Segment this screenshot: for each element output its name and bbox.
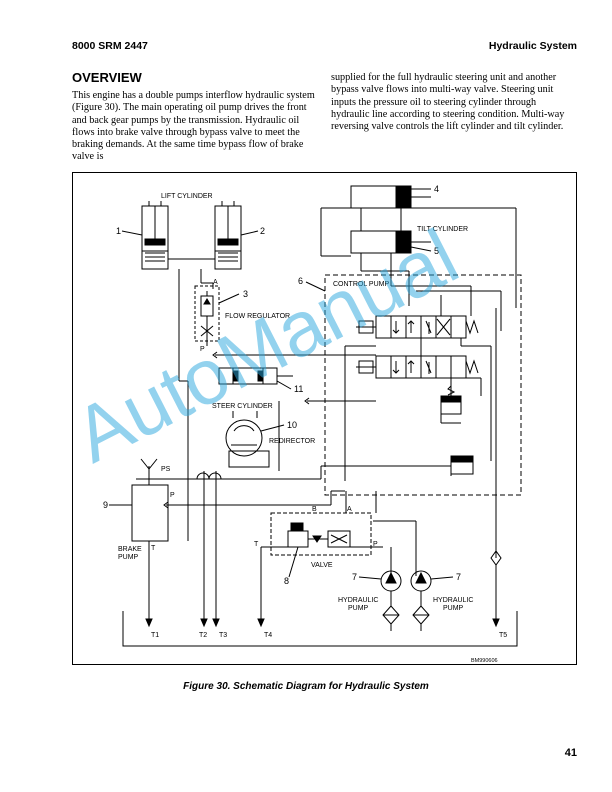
page-number: 41 bbox=[564, 747, 577, 759]
callout-7-left: 7 bbox=[352, 572, 357, 582]
header-doc-id: 8000 SRM 2447 bbox=[72, 40, 148, 52]
callout-8: 8 bbox=[284, 576, 289, 586]
figure-code: BM990606 bbox=[471, 658, 498, 664]
brake-pump bbox=[131, 484, 169, 542]
header-section-title: Hydraulic System bbox=[488, 40, 577, 52]
label-control-pump: CONTROL PUMP bbox=[333, 281, 389, 288]
label-port-p-valve: P bbox=[373, 541, 378, 548]
callout-11: 11 bbox=[294, 384, 303, 394]
callout-1: 1 bbox=[116, 226, 121, 236]
label-valve: VALVE bbox=[311, 562, 333, 569]
redirector-unit bbox=[225, 419, 263, 457]
label-port-ps: PS bbox=[161, 466, 171, 473]
figure-caption: Figure 30. Schematic Diagram for Hydraul… bbox=[183, 681, 429, 692]
label-port-b-valve: B bbox=[312, 506, 317, 513]
hydraulic-schematic-figure: LIFT CYLINDER TILT CYLINDER CONTROL PUMP… bbox=[72, 172, 577, 665]
label-tank-t2: T2 bbox=[199, 632, 207, 639]
label-flow-regulator: FLOW REGULATOR bbox=[225, 313, 290, 320]
section-heading: OVERVIEW bbox=[72, 70, 142, 85]
label-brake-pump-line1: BRAKE bbox=[118, 546, 142, 553]
callout-2: 2 bbox=[260, 226, 265, 236]
overview-paragraph-left: This engine has a double pumps interflow… bbox=[72, 90, 315, 163]
label-port-t-valve: T bbox=[254, 541, 259, 548]
label-port-t-brake: T bbox=[151, 545, 156, 552]
callout-6: 6 bbox=[298, 276, 303, 286]
schematic-diagram: LIFT CYLINDER TILT CYLINDER CONTROL PUMP… bbox=[103, 184, 522, 664]
label-hydraulic-pump-b2: PUMP bbox=[443, 605, 464, 612]
callout-5: 5 bbox=[434, 246, 439, 256]
callout-10: 10 bbox=[287, 420, 297, 430]
overview-paragraph-right: supplied for the full hydraulic steering… bbox=[331, 72, 565, 133]
control-pump-box bbox=[324, 274, 522, 496]
valve-box bbox=[270, 512, 372, 556]
label-steer-cylinder: STEER CYLINDER bbox=[212, 403, 273, 410]
callout-9: 9 bbox=[103, 500, 108, 510]
steer-cylinder bbox=[218, 367, 278, 385]
label-redirector: REDIRECTOR bbox=[269, 438, 315, 445]
label-port-p-brake: P bbox=[170, 492, 175, 499]
label-lift-cylinder: LIFT CYLINDER bbox=[161, 193, 213, 200]
label-port-p-flow: P bbox=[200, 346, 205, 353]
valve-element-left bbox=[287, 530, 309, 548]
label-hydraulic-pump-b1: HYDRAULIC bbox=[433, 597, 473, 604]
label-hydraulic-pump-a1: HYDRAULIC bbox=[338, 597, 378, 604]
label-tank-t3: T3 bbox=[219, 632, 227, 639]
callout-7-right: 7 bbox=[456, 572, 461, 582]
label-hydraulic-pump-a2: PUMP bbox=[348, 605, 369, 612]
label-port-a-valve: A bbox=[347, 506, 352, 513]
label-tilt-cylinder: TILT CYLINDER bbox=[417, 226, 468, 233]
label-tank-t1: T1 bbox=[151, 632, 159, 639]
label-brake-pump-line2: PUMP bbox=[118, 554, 139, 561]
callout-3: 3 bbox=[243, 289, 248, 299]
callout-4: 4 bbox=[434, 184, 439, 194]
label-tank-t4: T4 bbox=[264, 632, 272, 639]
label-tank-t5: T5 bbox=[499, 632, 507, 639]
oil-tank bbox=[122, 611, 518, 647]
label-port-a-flow: A bbox=[213, 279, 218, 286]
